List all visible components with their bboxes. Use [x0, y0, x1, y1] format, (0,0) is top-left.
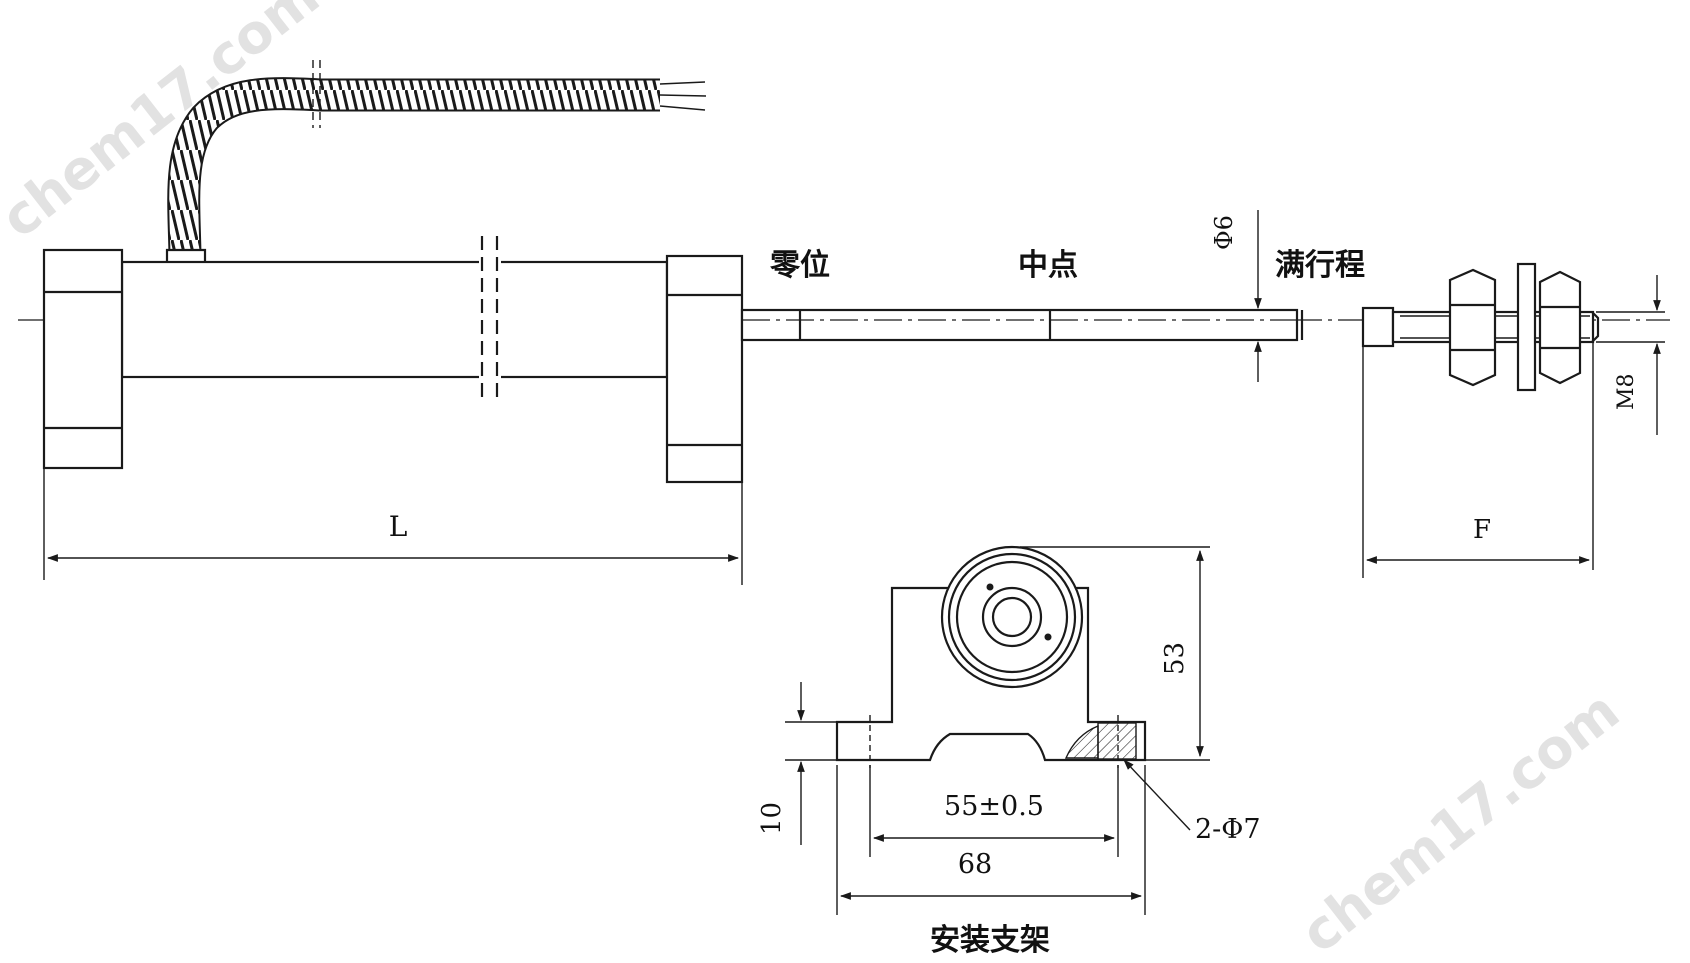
bracket-title: 安装支架 [930, 923, 1050, 958]
sensor-body [120, 236, 669, 404]
svg-text:68: 68 [958, 849, 992, 880]
bracket-height-dimension: 53 [1020, 546, 1210, 761]
svg-text:53: 53 [1160, 642, 1190, 675]
svg-text:chem17.com: chem17.com [0, 0, 331, 250]
thread-size-dimension: M8 [1596, 275, 1665, 435]
svg-text:F: F [1473, 515, 1491, 545]
hex-nut-right [1538, 270, 1582, 385]
mounting-bracket [835, 545, 1147, 768]
cable-conduit [165, 60, 707, 277]
bracket-base-dimension: 10 [757, 682, 837, 845]
holes-callout: 2-Φ7 [1123, 759, 1261, 845]
left-flange [42, 248, 124, 470]
right-flange [665, 254, 744, 484]
watermark: chem17.com chem17.com [0, 0, 1631, 963]
svg-text:10: 10 [757, 802, 787, 835]
svg-text:M8: M8 [1614, 373, 1639, 410]
length-dimension: L [43, 468, 743, 585]
svg-text:55±0.5: 55±0.5 [944, 791, 1044, 822]
rod-diameter-dimension: Φ6 [1210, 210, 1262, 382]
washer [1516, 262, 1537, 392]
hex-nut-left [1448, 268, 1497, 387]
midpoint-label: 中点 [1018, 248, 1078, 283]
svg-text:Φ6: Φ6 [1210, 215, 1238, 250]
zero-position-label: 零位 [770, 248, 830, 283]
bracket-width-dimension: 68 [836, 765, 1146, 915]
thread-length-dimension: F [1362, 342, 1594, 578]
svg-text:L: L [389, 510, 408, 543]
svg-text:chem17.com: chem17.com [1289, 679, 1631, 963]
svg-text:2-Φ7: 2-Φ7 [1195, 814, 1261, 845]
push-rod [740, 308, 1304, 342]
hole-spacing-dimension: 55±0.5 [869, 765, 1119, 857]
full-stroke-label: 满行程 [1275, 248, 1365, 283]
